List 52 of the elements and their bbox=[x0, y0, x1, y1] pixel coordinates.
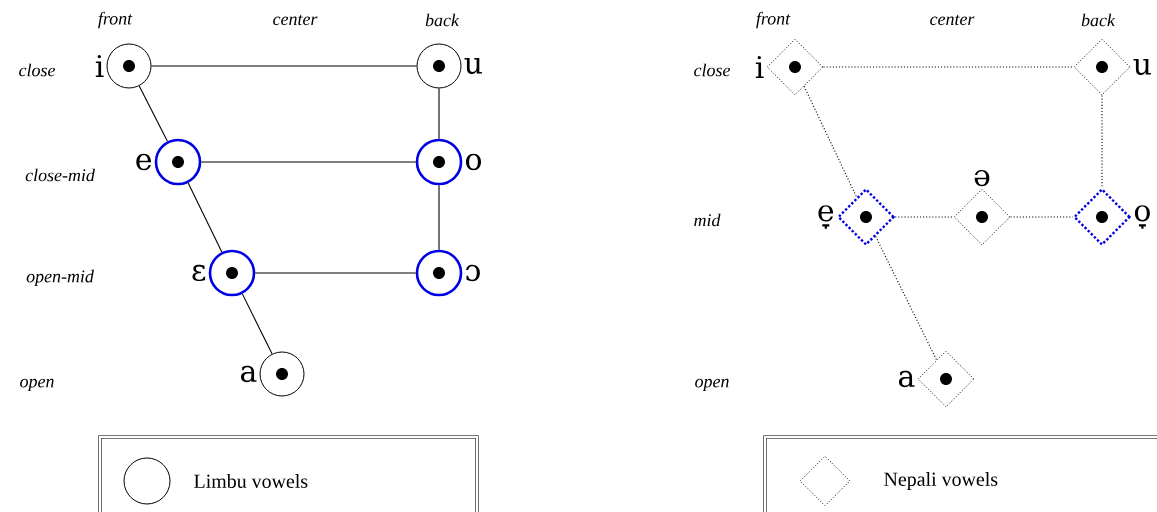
legend-box: Limbu vowels bbox=[98, 435, 479, 512]
axis-label: open-mid bbox=[26, 269, 94, 287]
axis-label: front bbox=[756, 11, 791, 29]
vowel-letter: ɔ bbox=[466, 264, 480, 282]
vowel-letter: e bbox=[136, 153, 152, 171]
connector-line bbox=[138, 85, 168, 142]
axis-label: center bbox=[273, 14, 318, 26]
vowel-letter: e̞ bbox=[818, 205, 834, 229]
vowel-letter: ɛ bbox=[192, 264, 206, 282]
vowel-letter: i bbox=[95, 55, 104, 77]
axis-label: open bbox=[20, 378, 54, 392]
vowel-letter: u bbox=[1133, 59, 1151, 75]
vowel-marker bbox=[416, 43, 462, 89]
connector-line bbox=[254, 272, 417, 274]
connector-line bbox=[822, 66, 1075, 68]
vowel-letter: u bbox=[464, 58, 482, 74]
connector-line bbox=[200, 161, 417, 163]
vowel-marker bbox=[766, 38, 824, 96]
axis-label: center bbox=[930, 14, 975, 26]
vowel-marker bbox=[917, 350, 975, 408]
vowel-marker bbox=[953, 188, 1011, 246]
vowel-letter: o bbox=[466, 153, 481, 171]
vowel-marker bbox=[415, 249, 463, 297]
connector-line bbox=[1009, 216, 1074, 218]
vowel-marker bbox=[259, 351, 305, 397]
vowel-letter: i bbox=[755, 56, 764, 78]
vowel-marker bbox=[106, 43, 152, 89]
connector-line bbox=[438, 87, 440, 140]
connector-line bbox=[803, 85, 858, 198]
axis-label: close bbox=[19, 63, 56, 77]
vowel-marker bbox=[154, 138, 202, 186]
axis-label: back bbox=[425, 13, 460, 27]
legend-box: Nepali vowels bbox=[763, 435, 1157, 512]
connector-line bbox=[438, 184, 440, 251]
connector-line bbox=[241, 293, 273, 355]
axis-label: close bbox=[694, 63, 731, 77]
vowel-marker bbox=[1073, 38, 1131, 96]
vowel-letter: ə bbox=[974, 169, 990, 187]
axis-label: front bbox=[98, 11, 133, 29]
vowel-letter: o̞ bbox=[1134, 205, 1150, 229]
connector-line bbox=[894, 216, 955, 218]
axis-label: open bbox=[695, 378, 729, 392]
vowel-letter: a bbox=[241, 365, 257, 383]
axis-label: close-mid bbox=[25, 168, 95, 182]
vowel-letter: a bbox=[898, 370, 915, 388]
connector-line bbox=[875, 236, 938, 361]
connector-line bbox=[1101, 94, 1103, 189]
connector-line bbox=[150, 65, 418, 67]
vowel-marker bbox=[415, 138, 463, 186]
axis-label: mid bbox=[694, 213, 721, 227]
connector-line bbox=[187, 182, 223, 253]
vowel-marker bbox=[208, 249, 256, 297]
